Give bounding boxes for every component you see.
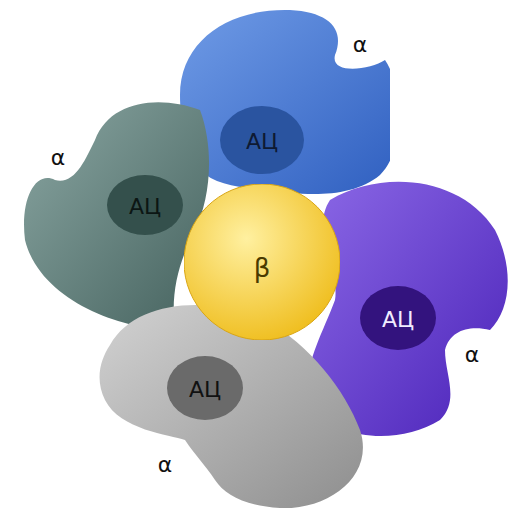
active-center-label: АЦ	[246, 131, 278, 153]
active-center-label: АЦ	[382, 309, 414, 331]
active-center-label: АЦ	[129, 196, 161, 218]
subunit-label: β	[254, 255, 271, 281]
active-center-label: АЦ	[189, 379, 221, 401]
subunit-label: α	[51, 147, 66, 169]
subunit-label: α	[353, 34, 368, 56]
alpha-subunit: αАЦ	[15, 90, 220, 335]
subunit-label: α	[465, 344, 480, 366]
subunit-label: α	[158, 454, 173, 476]
subunit-shape	[15, 90, 220, 335]
beta-subunit: β	[184, 184, 340, 340]
